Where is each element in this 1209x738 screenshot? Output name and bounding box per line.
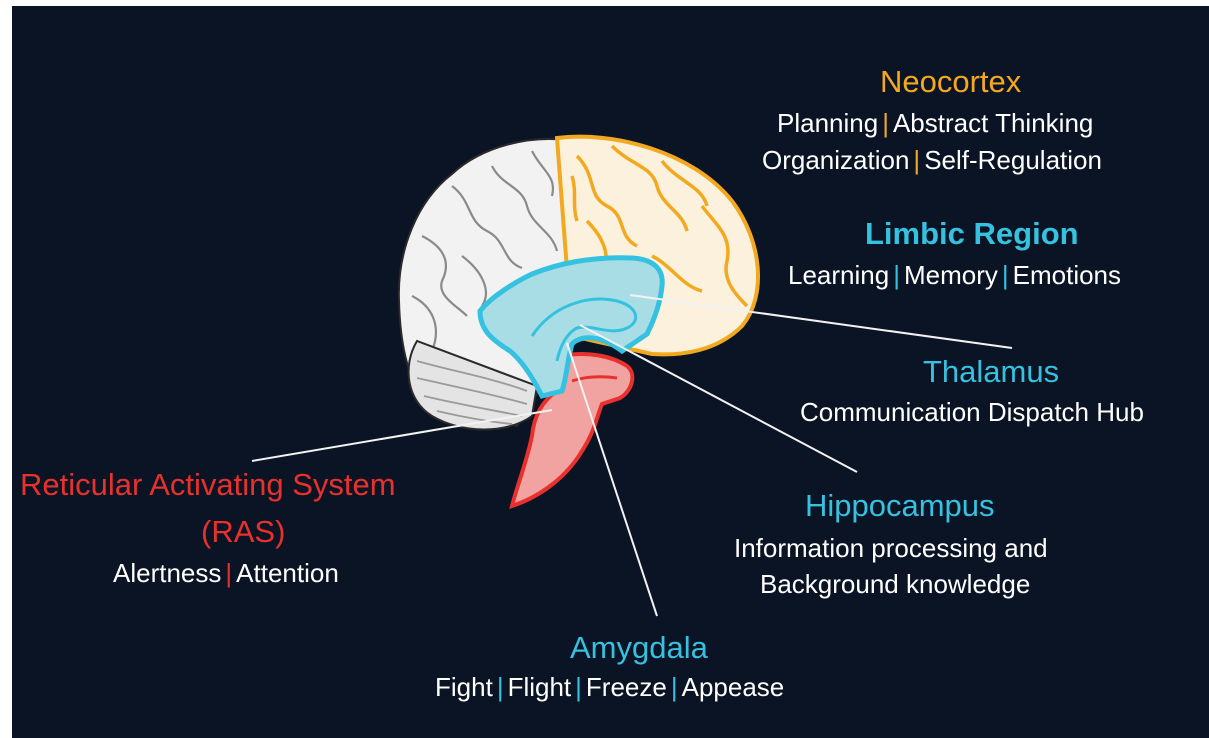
limbic-inner-structure	[530, 297, 638, 362]
separator: |	[893, 260, 900, 290]
function-fight: Fight	[435, 672, 493, 702]
ras-title-line2: (RAS)	[201, 514, 286, 549]
function-organization: Organization	[762, 145, 910, 175]
function-learning: Learning	[788, 260, 890, 290]
limbic-region	[477, 255, 665, 399]
separator: |	[575, 672, 582, 702]
thalamus-description: Communication Dispatch Hub	[800, 397, 1144, 427]
ras-title-line1: Reticular Activating System	[20, 467, 396, 502]
hippocampus-description-line2: Background knowledge	[760, 569, 1031, 599]
amygdala-title: Amygdala	[570, 630, 708, 665]
function-abstract-thinking: Abstract Thinking	[892, 108, 1094, 138]
ras-pointer	[251, 409, 553, 462]
limbic-region-title: Limbic Region	[865, 216, 1079, 251]
brain-illustration	[251, 134, 1013, 617]
ras-functions: Alertness|Attention	[113, 560, 339, 586]
function-alertness: Alertness	[113, 558, 222, 588]
cerebrum-folds	[411, 150, 559, 352]
separator: |	[913, 145, 921, 175]
hippocampus-pointer	[579, 324, 858, 473]
neocortex-title: Neocortex	[880, 64, 1022, 99]
hippocampus-description-line1: Information processing and	[734, 533, 1048, 563]
function-emotions: Emotions	[1012, 260, 1122, 290]
function-flight: Flight	[507, 672, 572, 702]
brainstem-lines	[571, 375, 618, 383]
function-self-regulation: Self-Regulation	[924, 145, 1102, 175]
cerebellum-lines	[416, 360, 528, 425]
brainstem	[509, 352, 635, 510]
hippocampus-title: Hippocampus	[805, 488, 995, 523]
thalamus-pointer	[629, 294, 1013, 349]
separator: |	[1001, 260, 1009, 290]
function-planning: Planning	[777, 108, 879, 138]
neocortex-functions-line2: Organization|Self-Regulation	[762, 147, 1102, 173]
neocortex-functions-line1: Planning|Abstract Thinking	[777, 110, 1093, 136]
function-appease: Appease	[681, 672, 785, 702]
thalamus-title: Thalamus	[923, 354, 1060, 389]
amygdala-functions: Fight|Flight|Freeze|Appease	[435, 674, 784, 700]
function-freeze: Freeze	[585, 672, 667, 702]
cerebellum	[407, 339, 539, 431]
amygdala-pointer	[566, 342, 658, 617]
separator: |	[225, 558, 233, 588]
limbic-functions: Learning|Memory|Emotions	[788, 262, 1121, 288]
function-memory: Memory	[903, 260, 998, 290]
neocortex-folds	[570, 144, 749, 308]
pointer-lines	[251, 294, 1013, 617]
diagram-panel: Neocortex Planning|Abstract Thinking Org…	[12, 6, 1209, 738]
separator: |	[882, 108, 889, 138]
function-attention: Attention	[236, 558, 339, 588]
separator: |	[496, 672, 504, 702]
separator: |	[670, 672, 678, 702]
